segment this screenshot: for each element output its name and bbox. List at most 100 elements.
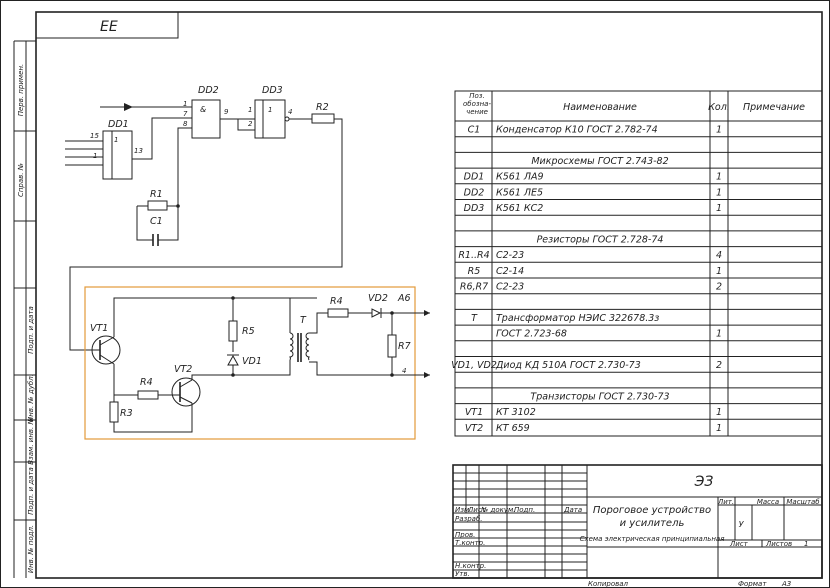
bom-cell-qty: 2	[716, 360, 722, 371]
r1-c1-network: R1 C1	[136, 189, 180, 246]
label-c1: C1	[150, 216, 163, 227]
resistor-r3: R3	[109, 380, 193, 433]
bom-cell-name: С2-23	[496, 250, 524, 261]
footer-format: Формат	[738, 580, 767, 588]
output-stage: R4 VD2 R7 4	[327, 293, 430, 378]
tb-massa: Масса	[757, 498, 779, 506]
bom-cell-qty: 1	[716, 266, 722, 277]
bom-cell-qty: 2	[716, 282, 722, 293]
tb-tkontr: Т.контр.	[455, 539, 485, 547]
bom-cell-qty: 1	[716, 172, 722, 183]
bom-header-pos: Поз.обозна-чение	[463, 92, 491, 116]
bom-cell-qty: 1	[716, 423, 722, 434]
bom-cell-name: С2-14	[496, 266, 524, 277]
top-stamp-text: ЕЕ	[100, 19, 118, 35]
margin-label-orig-no: Инв. № подл.	[27, 525, 35, 573]
tb-list: Лист	[729, 540, 749, 548]
pin-dd3-1: 1	[248, 106, 252, 114]
footer-copied: Копировал	[588, 580, 629, 588]
tb-lit: Лит.	[717, 498, 734, 506]
bom-header-name: Наименование	[563, 102, 637, 113]
pin-a6-4: 4	[402, 367, 406, 375]
pin-dd3-4: 4	[288, 108, 292, 116]
bom-cell-pos: DD2	[464, 187, 485, 198]
title-block: Изм. Лист № докум. Подп. Дата Разраб. Пр…	[452, 464, 823, 579]
bom-cell-qty: 1	[716, 187, 722, 198]
label-a6: A6	[397, 293, 411, 304]
bom-cell-name: Диод КД 510А ГОСТ 2.730-73	[495, 360, 641, 371]
pin-dd1-1b: 1	[93, 152, 97, 160]
assembly-a6-outline	[84, 286, 416, 440]
footer-format-value: А3	[781, 580, 791, 588]
margin-label-sign-date-1: Подп. и дата	[27, 306, 35, 354]
bom-cell-qty: 1	[716, 329, 722, 340]
pin-dd2-9: 9	[224, 108, 229, 116]
margin-label-ref-no: Справ. №	[17, 163, 25, 197]
label-t: T	[300, 315, 307, 326]
resistor-r2: R2	[69, 102, 343, 351]
tb-col-sign: Подп.	[514, 506, 535, 514]
bom-cell-name: К561 КС2	[496, 203, 543, 214]
r5-vd1-branch: R5 VD1	[227, 296, 291, 377]
pin-dd2-7: 7	[183, 110, 188, 118]
bom-cell-pos: C1	[468, 125, 481, 136]
bom-cell-pos: R1..R4	[458, 250, 489, 261]
label-vd1: VD1	[242, 356, 262, 367]
margin-label-first-use: Перв. примен.	[17, 64, 25, 117]
bom-cell-pos: T	[471, 313, 478, 324]
pin-dd1-15: 15	[90, 132, 99, 140]
label-r4-upper: R4	[330, 296, 343, 307]
bom-cell-pos: DD1	[464, 172, 485, 183]
bom-cell-name: Конденсатор К10 ГОСТ 2.782-74	[496, 125, 658, 136]
bom-cell-name: К561 ЛА9	[496, 172, 544, 183]
label-vd2: VD2	[368, 293, 388, 304]
pin-dd3-2: 2	[248, 120, 253, 128]
label-r3: R3	[120, 408, 133, 419]
bom-table: Поз.обозна-чение Наименование Кол. Приме…	[451, 90, 823, 437]
bom-cell-name: Трансформатор НЭИС 322678.3з	[496, 313, 659, 324]
left-margin-strip: Перв. примен. Справ. № Подп. и дата Инв.…	[13, 40, 36, 578]
schematic: DD1 1 15 13 1 DD2 & 1 7 8 9	[65, 85, 430, 440]
bom-header-qty: Кол.	[708, 102, 730, 113]
label-r5: R5	[242, 326, 255, 337]
bom-cell-qty: 1	[716, 407, 722, 418]
tb-razrab: Разраб.	[455, 515, 483, 523]
resistor-r4-lower: R4	[124, 377, 176, 400]
bom-cell-qty: 1	[716, 125, 722, 136]
label-vt1: VT1	[90, 323, 108, 334]
label-r2: R2	[316, 102, 329, 113]
label-r1: R1	[150, 189, 163, 200]
bom-cell-pos: R5	[468, 266, 481, 277]
transistor-vt2: VT2	[171, 364, 233, 407]
tb-col-doc: № докум.	[480, 506, 516, 514]
label-r7: R7	[398, 341, 411, 352]
label-dd3: DD3	[262, 85, 283, 96]
bom-cell-pos: DD3	[464, 203, 485, 214]
bom-cell-qty: 1	[716, 203, 722, 214]
tb-subtitle: Схема электрическая принципиальная	[580, 535, 725, 543]
tb-listov: Листов	[765, 540, 792, 548]
bom-header-note: Примечание	[743, 102, 805, 113]
pin-dd1-13: 13	[134, 147, 143, 155]
pin-dd2-1: 1	[183, 100, 187, 108]
bom-cell-pos: R6,R7	[460, 282, 488, 293]
tb-col-izm: Изм.	[455, 506, 471, 514]
chip-dd3: DD3 1 2 1 4	[248, 85, 292, 139]
gate-dd2: &	[200, 105, 206, 114]
tb-listov-value: 1	[804, 540, 808, 548]
bom-cell-name: К561 ЛЕ5	[496, 187, 543, 198]
gate-dd3: 1	[268, 106, 272, 114]
tb-doc-code: ЭЗ	[694, 474, 714, 490]
bom-cell-name: КТ 659	[496, 423, 530, 434]
bom-cell-pos: VT2	[465, 423, 483, 434]
tb-title-line1: Пороговое устройство	[593, 505, 711, 516]
label-dd1: DD1	[108, 119, 129, 130]
input-arrow-icon	[100, 103, 192, 111]
tb-utv: Утв.	[455, 570, 470, 578]
tb-prov: Пров.	[455, 531, 475, 539]
bom-cell-pos: VT1	[465, 407, 483, 418]
margin-label-repl-no: Взам. инв. №	[27, 417, 35, 465]
chip-dd1: DD1 1 15 13 1	[65, 117, 192, 180]
